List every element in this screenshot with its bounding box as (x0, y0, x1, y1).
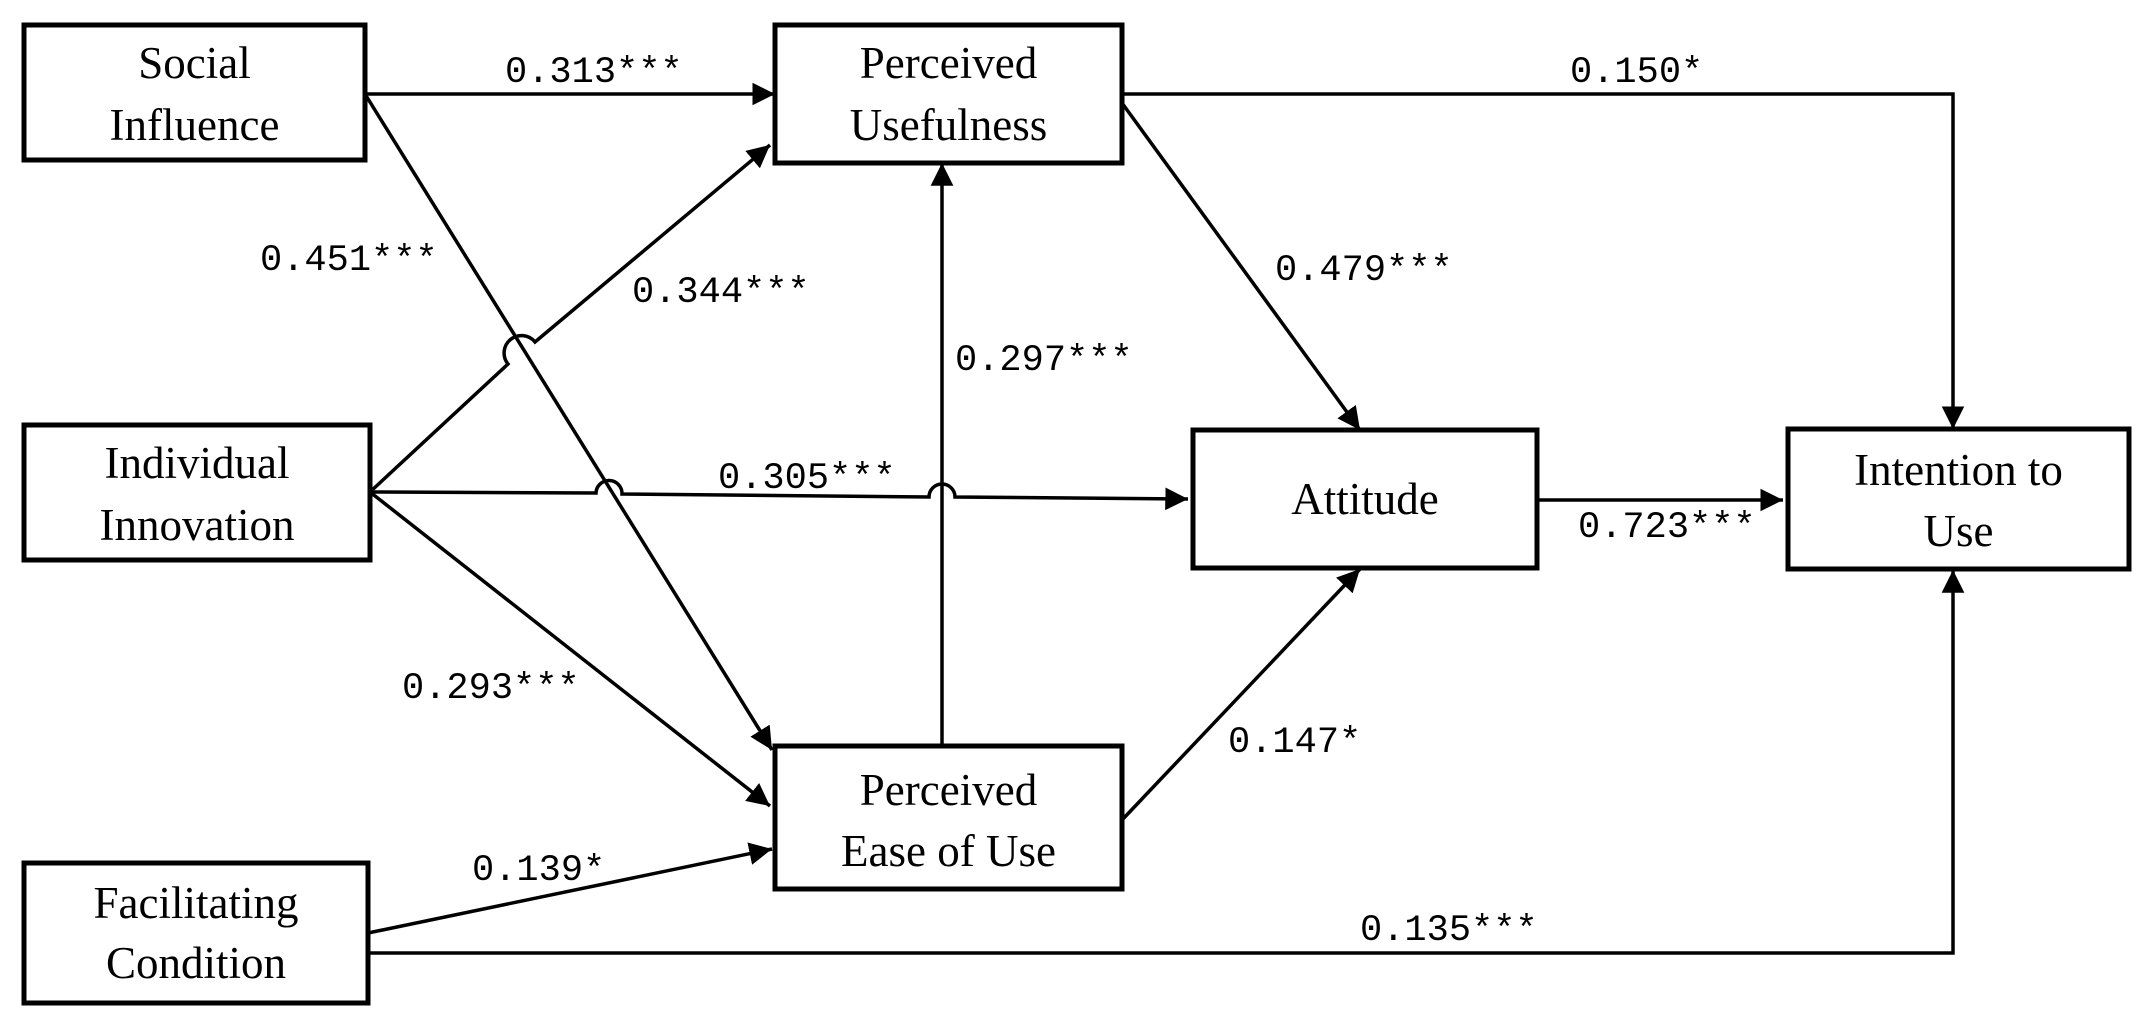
edge-facilitating-to-ease-of-use (367, 842, 773, 935)
edge-innovation-to-attitude (369, 478, 1189, 511)
node-label-line1: Attitude (1291, 474, 1438, 524)
edge-ease-of-use-to-attitude (1120, 567, 1362, 822)
label-facilitating-to-ease-of-use: 0.139* (472, 850, 605, 892)
node-label-line2: Use (1924, 506, 1994, 556)
node-label-line2: Innovation (100, 500, 295, 550)
label-usefulness-to-intention: 0.150* (1570, 52, 1703, 94)
node-box (1190, 427, 1540, 571)
node-social-influence: Social Influence (21, 22, 368, 163)
label-innovation-to-ease-of-use: 0.293*** (402, 668, 580, 710)
label-ease-of-use-to-usefulness: 0.297*** (955, 340, 1133, 382)
edges (363, 82, 1965, 955)
edge-facilitating-to-intention (368, 570, 1965, 955)
node-intention-to-use: Intention to Use (1785, 426, 2132, 572)
label-usefulness-to-attitude: 0.479*** (1275, 250, 1453, 292)
node-label-line1: Intention to (1854, 445, 2063, 495)
edge-social-to-ease-of-use (363, 93, 774, 751)
label-social-to-usefulness: 0.313*** (505, 52, 683, 94)
node-box (21, 422, 373, 563)
node-attitude: Attitude (1190, 427, 1540, 571)
node-perceived-usefulness: Perceived Usefulness (772, 22, 1125, 166)
node-label-line1: Perceived (860, 765, 1037, 815)
label-innovation-to-attitude: 0.305*** (718, 458, 896, 500)
node-box (1785, 426, 2132, 572)
node-label-line2: Condition (106, 938, 286, 988)
label-innovation-to-usefulness: 0.344*** (632, 272, 810, 314)
label-social-to-ease-of-use: 0.451*** (260, 240, 438, 282)
label-attitude-to-intention: 0.723*** (1578, 507, 1756, 549)
node-perceived-ease-of-use: Perceived Ease of Use (772, 743, 1125, 892)
edge-usefulness-to-intention (1122, 92, 1965, 429)
node-box (21, 860, 371, 1006)
node-individual-innovation: Individual Innovation (21, 422, 373, 563)
node-label-line1: Facilitating (94, 878, 299, 928)
edge-innovation-to-usefulness (368, 143, 772, 494)
label-ease-of-use-to-attitude: 0.147* (1228, 722, 1361, 764)
node-facilitating-condition: Facilitating Condition (21, 860, 371, 1006)
node-label-line2: Usefulness (850, 100, 1047, 150)
node-box (772, 743, 1125, 892)
node-box (772, 22, 1125, 166)
node-label-line1: Social (138, 38, 250, 88)
node-label-line2: Ease of Use (841, 826, 1056, 876)
node-label-line1: Individual (105, 438, 290, 488)
node-box (21, 22, 368, 163)
edge-labels: 0.313*** 0.451*** 0.344*** 0.305*** 0.29… (260, 52, 1756, 952)
label-facilitating-to-intention: 0.135*** (1360, 910, 1538, 952)
node-label-line1: Perceived (860, 38, 1037, 88)
node-label-line2: Influence (110, 100, 280, 150)
edge-usefulness-to-attitude (1120, 101, 1362, 432)
edge-innovation-to-ease-of-use (368, 490, 772, 808)
